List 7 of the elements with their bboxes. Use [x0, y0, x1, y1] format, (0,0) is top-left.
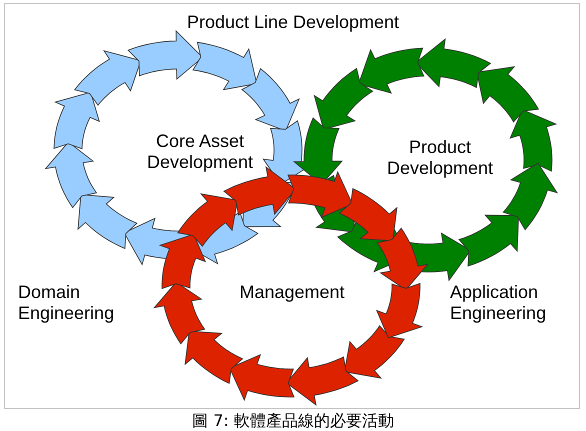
side-label: Domain Engineering [18, 282, 116, 324]
ring-label: Core Asset Development [146, 131, 254, 173]
ring-label: Product Development [386, 137, 494, 179]
side-label: Application Engineering [450, 282, 548, 324]
diagram-title: Product Line Development [186, 12, 400, 33]
ring-label: Management [238, 282, 346, 303]
figure-caption: 圖 7: 軟體產品線的必要活動 [191, 411, 395, 431]
